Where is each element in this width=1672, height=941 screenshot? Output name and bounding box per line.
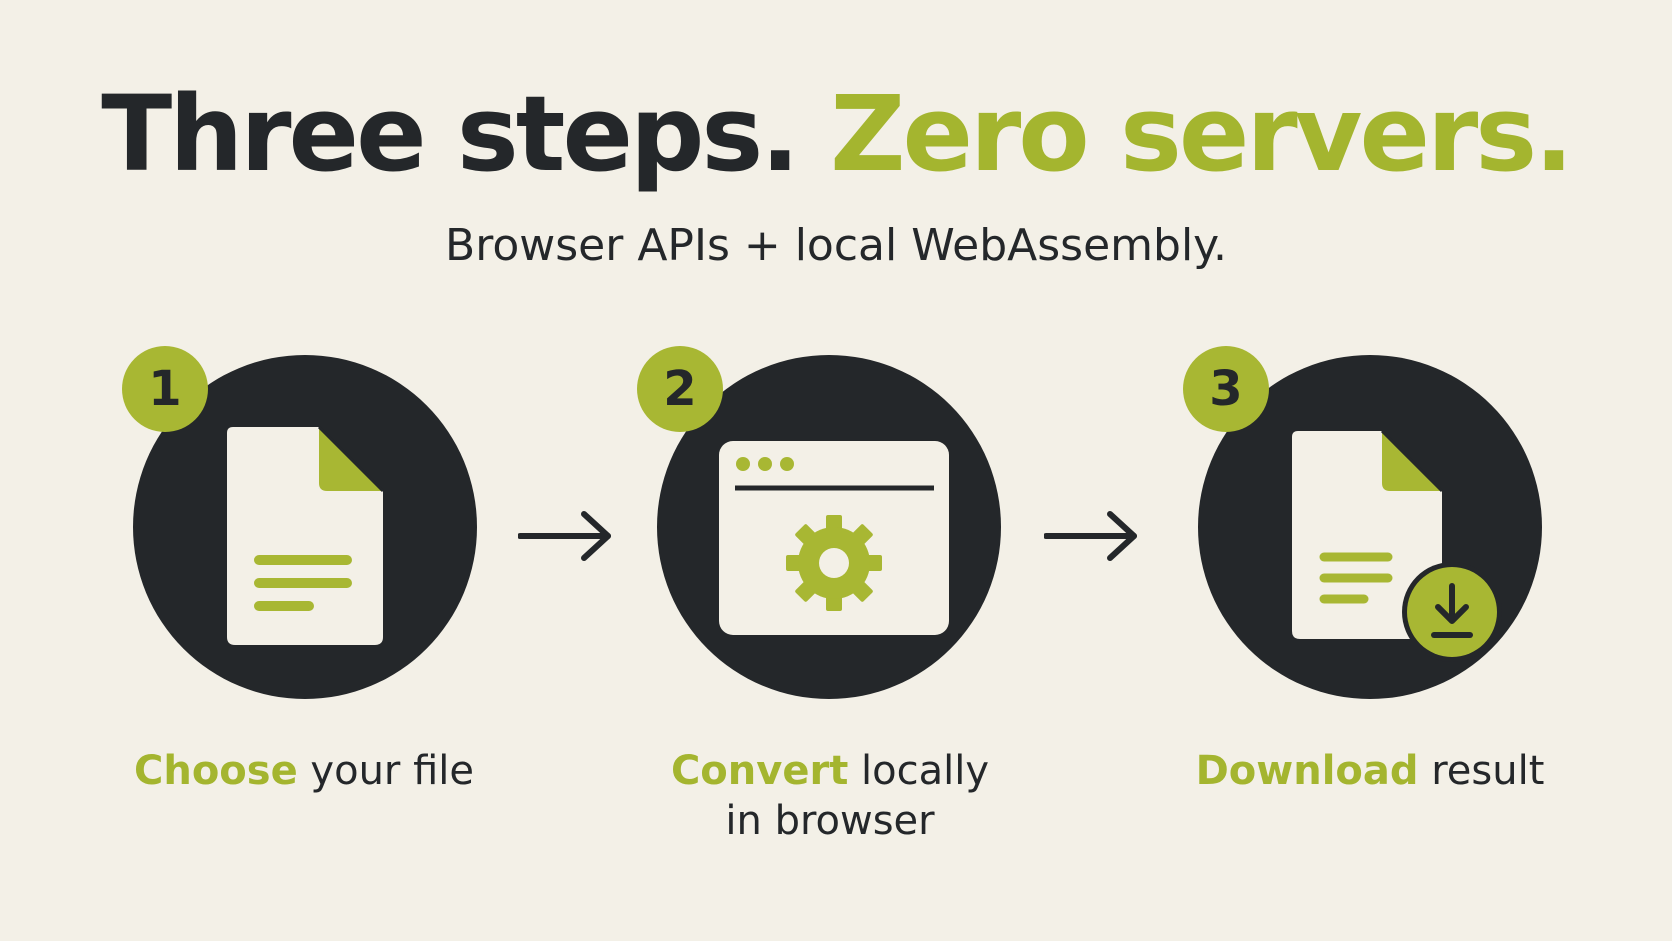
step-3-caption: Download result — [1170, 746, 1570, 796]
headline-part2: Zero servers. — [830, 73, 1574, 195]
caption-highlight: Download — [1195, 748, 1419, 794]
step-number-badge: 3 — [1183, 346, 1269, 432]
caption-rest: your file — [297, 748, 475, 794]
page-title: Three steps. Zero servers. — [0, 82, 1672, 186]
caption-rest: result — [1418, 748, 1545, 794]
caption-highlight: Choose — [133, 748, 298, 794]
caption-highlight: Convert — [670, 748, 849, 794]
step-number-badge: 2 — [637, 346, 723, 432]
step-1-caption: Choose your file — [104, 746, 504, 796]
step-1: 1 — [122, 346, 477, 699]
caption-rest: locally — [848, 748, 990, 794]
headline-part1: Three steps. — [101, 73, 800, 195]
step-2-caption: Convert locally in browser — [630, 746, 1030, 846]
step-2: 2 — [637, 346, 1001, 699]
subheading: Browser APIs + local WebAssembly. — [445, 220, 1227, 271]
step-3: 3 — [1183, 346, 1542, 699]
caption-line2: in browser — [725, 798, 935, 844]
arrow-right-icon — [1044, 511, 1137, 561]
step-number-badge: 1 — [122, 346, 208, 432]
browser-gear-icon — [719, 441, 949, 635]
file-download-icon — [1292, 429, 1502, 662]
arrow-right-icon — [518, 511, 611, 561]
file-icon — [227, 425, 385, 645]
